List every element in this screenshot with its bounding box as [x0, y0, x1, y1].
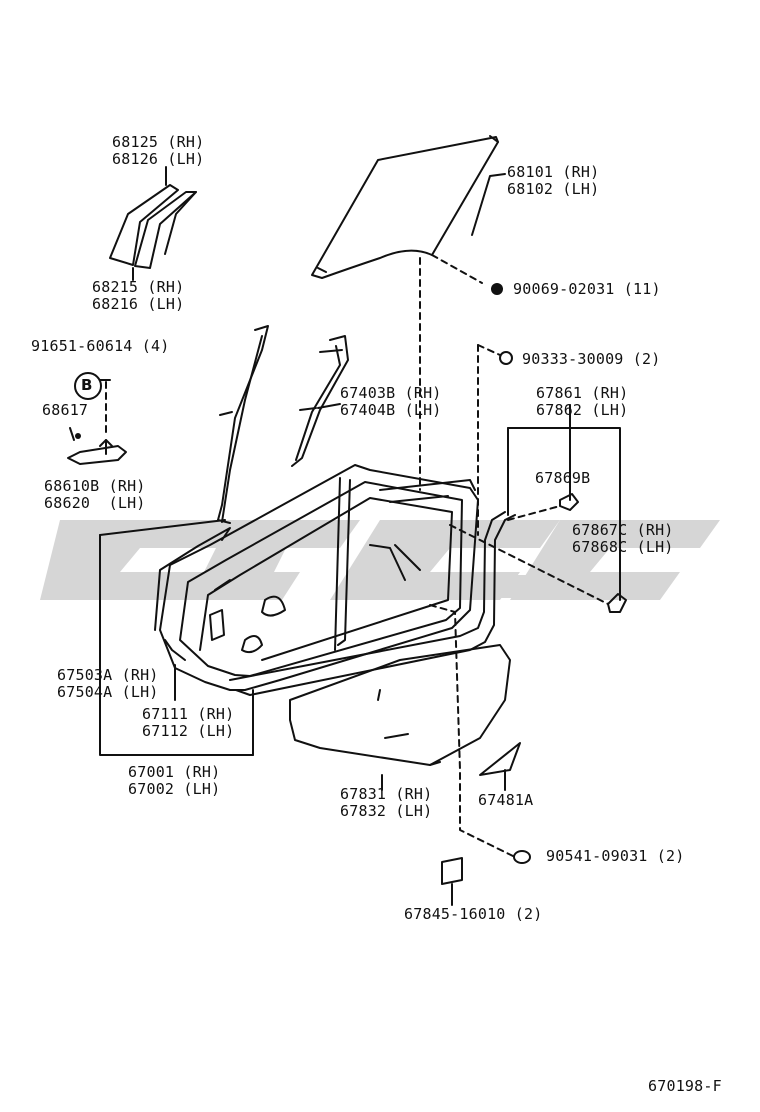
label-67403: 67403B (RH)67404B (LH)	[340, 384, 442, 419]
glass-bolt-leader	[431, 254, 483, 284]
service-hole-cover	[289, 644, 511, 766]
label-67831: 67831 (RH)67832 (LH)	[340, 785, 433, 820]
label-67481: 67481A	[478, 791, 534, 809]
retainer-leader	[449, 524, 609, 605]
screw-leader	[477, 344, 501, 356]
label-67869: 67869B	[535, 469, 591, 487]
label-91651: 91651-60614 (4)	[31, 337, 170, 355]
bolt-68617	[75, 433, 81, 439]
division-bar-weatherstrip	[109, 184, 197, 269]
door-bracket-leader	[99, 534, 254, 756]
callout-b	[74, 372, 102, 400]
run-channel-leader	[317, 403, 341, 409]
frame-leader	[99, 519, 226, 536]
glass-leader	[471, 173, 506, 236]
retainer-clip	[607, 593, 627, 613]
label-67111: 67111 (RH)67112 (LH)	[142, 705, 235, 740]
grommet-leader	[429, 604, 516, 858]
weatherstrip-bracket	[507, 427, 621, 601]
bolt-90069	[491, 283, 503, 295]
callout-b-label: B	[81, 376, 93, 394]
label-68101: 68101 (RH)68102 (LH)	[507, 163, 600, 198]
door-hinge	[67, 427, 127, 465]
cover-leader	[429, 761, 441, 766]
door-frame-seal	[154, 527, 231, 661]
front-run-channel	[217, 325, 269, 524]
door-glass	[311, 135, 499, 279]
label-68610: 68610B (RH)68620 (LH)	[44, 477, 146, 512]
grommet-90541	[513, 850, 531, 864]
door-weatherstrip	[229, 511, 516, 696]
label-90541: 90541-09031 (2)	[546, 847, 685, 865]
rear-run-channel	[291, 335, 349, 467]
fasteners	[75, 283, 531, 864]
hole-seal	[441, 857, 463, 885]
label-67845: 67845-16010 (2)	[404, 905, 543, 923]
figure-code: 670198-F	[648, 1077, 722, 1095]
screw-90333	[499, 351, 513, 365]
label-68125: 68125 (RH)68126 (LH)	[112, 133, 205, 168]
label-90333: 90333-30009 (2)	[522, 350, 661, 368]
weatherstrip-clip	[559, 493, 579, 511]
clip-leader	[507, 505, 561, 521]
label-67861: 67861 (RH)67862 (LH)	[536, 384, 629, 419]
corner-piece	[479, 742, 521, 776]
label-90069: 90069-02031 (11)	[513, 280, 661, 298]
label-67001: 67001 (RH)67002 (LH)	[128, 763, 221, 798]
door-panel	[159, 464, 479, 691]
label-68215: 68215 (RH)68216 (LH)	[92, 278, 185, 313]
label-67867: 67867C (RH)67868C (LH)	[572, 521, 674, 556]
label-68617: 68617	[42, 401, 89, 419]
label-67503: 67503A (RH)67504A (LH)	[57, 666, 159, 701]
